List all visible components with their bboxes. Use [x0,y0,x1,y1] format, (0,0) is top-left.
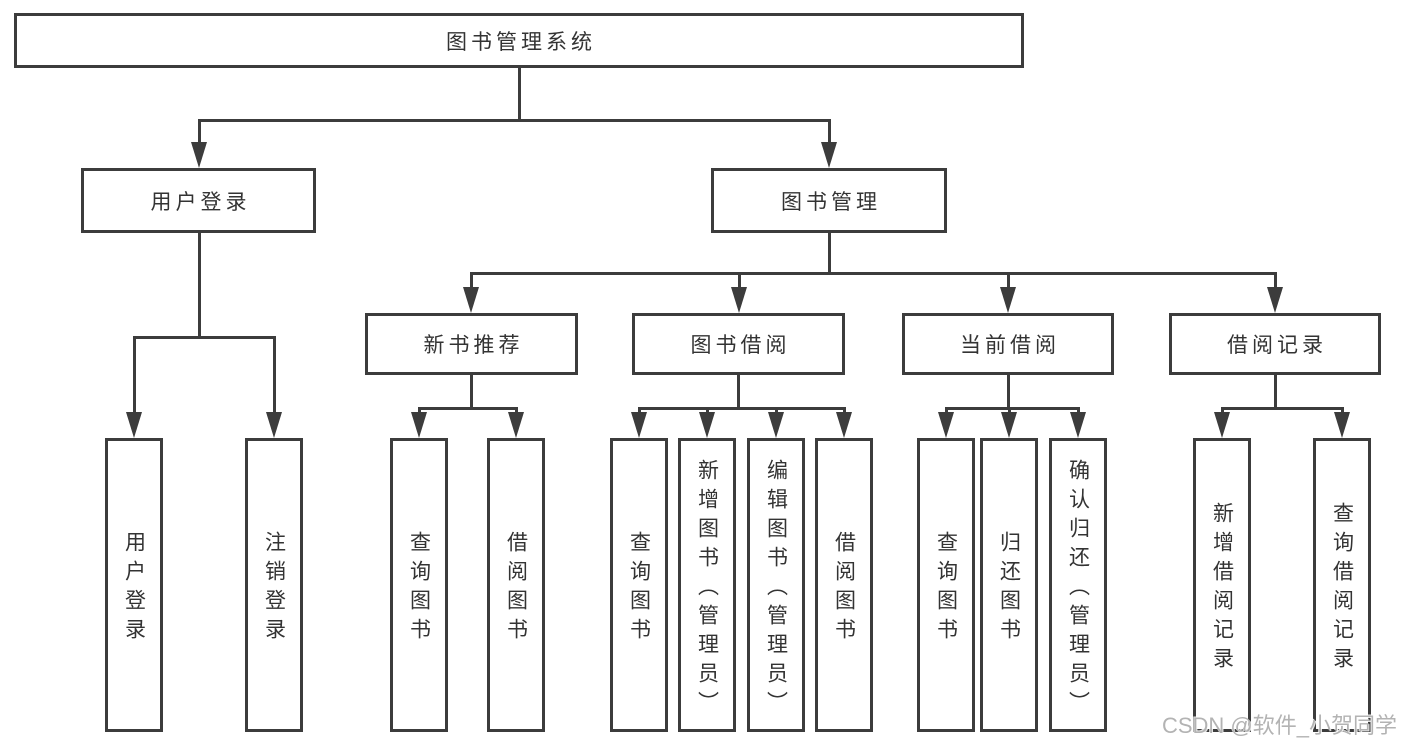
leaf-borrowing-query-books: 查询图书 [610,438,668,732]
connector-line [197,119,831,122]
connector-line [737,375,740,410]
connector-line [944,407,1080,410]
leaf-label: 查询图书 [407,531,431,647]
leaf-add-borrow-record: 新增借阅记录 [1193,438,1251,732]
connector-line [637,407,641,416]
node-user-login: 用户登录 [81,168,316,233]
leaf-label: 新增图书（管理员） [695,458,719,720]
leaf-label: 借阅图书 [504,531,528,647]
connector-line [469,272,473,290]
node-label: 图书管理系统 [446,30,596,54]
connector-line [417,407,421,416]
arrow-down-icon [699,412,715,438]
connector-line [132,336,276,339]
arrow-down-icon [768,412,784,438]
connector-line [132,336,136,416]
connector-line [705,407,709,416]
connector-line [1006,272,1010,290]
connector-line [1076,407,1080,416]
leaf-label: 新增借阅记录 [1210,502,1234,676]
leaf-recommend-query-books: 查询图书 [390,438,448,732]
connector-line [517,68,521,122]
leaf-query-borrow-record: 查询借阅记录 [1313,438,1371,732]
node-label: 用户登录 [150,190,251,214]
leaf-label: 查询图书 [934,531,958,647]
leaf-return-books: 归还图书 [980,438,1038,732]
leaf-label: 注销登录 [262,531,286,647]
connector-line [737,272,741,290]
connector-line [197,233,201,339]
node-label: 借阅记录 [1227,334,1327,357]
node-borrowing-records: 借阅记录 [1169,313,1381,375]
arrow-down-icon [836,412,852,438]
leaf-current-query-books: 查询图书 [917,438,975,732]
leaf-label: 借阅图书 [832,531,856,647]
connector-line [637,407,846,410]
arrow-down-icon [731,287,747,313]
leaf-label: 查询图书 [627,531,651,647]
connector-line [1220,407,1224,416]
arrow-down-icon [266,412,282,438]
arrow-down-icon [1334,412,1350,438]
node-label: 新书推荐 [423,334,524,357]
arrow-down-icon [821,142,837,168]
node-label: 图书借阅 [690,334,791,357]
connector-line [514,407,518,416]
arrow-down-icon [1000,287,1016,313]
leaf-add-books-admin: 新增图书（管理员） [678,438,736,732]
leaf-user-login: 用户登录 [105,438,163,732]
arrow-down-icon [631,412,647,438]
leaf-label: 编辑图书（管理员） [764,458,788,720]
leaf-edit-books-admin: 编辑图书（管理员） [747,438,805,732]
connector-line [1220,407,1344,410]
arrow-down-icon [1214,412,1230,438]
connector-line [1340,407,1344,416]
arrow-down-icon [1070,412,1086,438]
connector-line [417,407,518,410]
node-library-management-system: 图书管理系统 [14,13,1024,68]
leaf-confirm-return-admin: 确认归还（管理员） [1049,438,1107,732]
connector-line [1273,272,1277,290]
node-label: 当前借阅 [960,334,1060,357]
arrow-down-icon [1267,287,1283,313]
node-new-book-recommendation: 新书推荐 [365,313,578,375]
connector-line [272,336,276,416]
leaf-label: 用户登录 [122,531,146,647]
arrow-down-icon [191,142,207,168]
connector-line [1273,375,1277,410]
arrow-down-icon [1001,412,1017,438]
connector-line [827,233,831,275]
leaf-logout: 注销登录 [245,438,303,732]
node-current-borrowing: 当前借阅 [902,313,1114,375]
node-book-management: 图书管理 [711,168,947,233]
connector-line [1006,375,1010,410]
leaf-recommend-borrow-books: 借阅图书 [487,438,545,732]
arrow-down-icon [126,412,142,438]
connector-line [842,407,846,416]
node-label: 图书管理 [781,190,881,214]
connector-line [197,119,201,147]
leaf-label: 查询借阅记录 [1330,502,1354,676]
arrow-down-icon [411,412,427,438]
connector-line [470,375,473,410]
csdn-watermark: CSDN @软件_小贺同学 [1161,713,1397,738]
arrow-down-icon [463,287,479,313]
connector-line [1007,407,1011,416]
connector-line [944,407,948,416]
arrow-down-icon [938,412,954,438]
connector-line [469,272,1277,275]
arrow-down-icon [508,412,524,438]
node-book-borrowing: 图书借阅 [632,313,845,375]
connector-line [774,407,778,416]
leaf-label: 确认归还（管理员） [1066,458,1090,720]
connector-line [827,119,831,147]
leaf-borrow-books: 借阅图书 [815,438,873,732]
leaf-label: 归还图书 [997,531,1021,647]
